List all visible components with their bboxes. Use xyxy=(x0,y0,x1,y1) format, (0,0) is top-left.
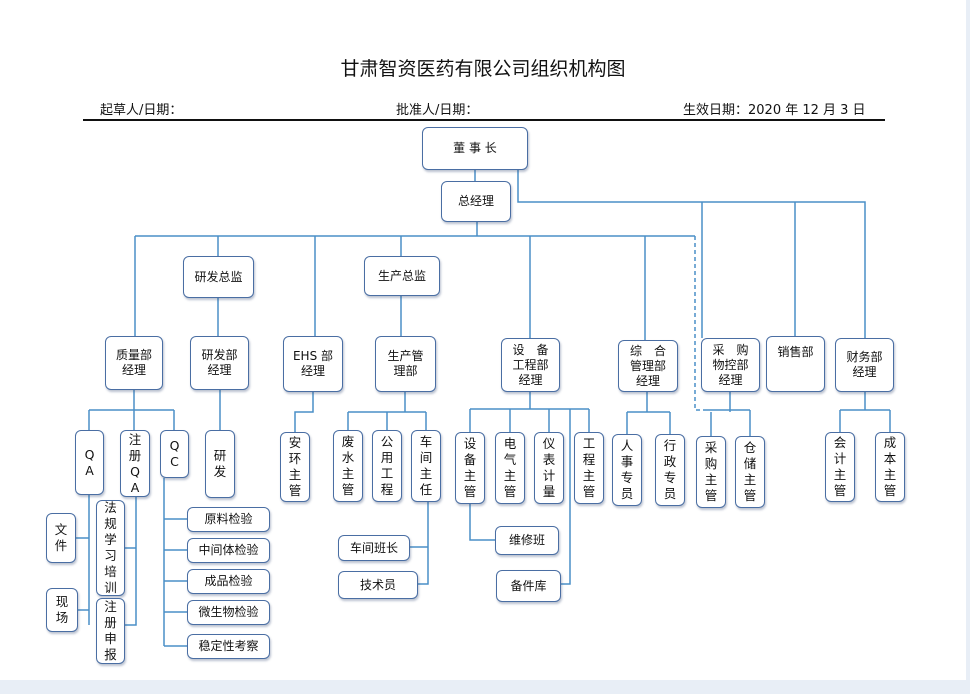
technician-box: 技术员 xyxy=(338,571,418,599)
stability-study-box: 稳定性考察 xyxy=(187,634,270,659)
ehs-manager-box: EHS 部 经理 xyxy=(283,336,343,392)
documents-box: 文件 xyxy=(46,513,76,563)
spare-parts-store-box: 备件库 xyxy=(496,570,561,602)
equipment-supervisor-box: 设备主管 xyxy=(455,432,485,504)
rd-manager-box: 研发部 经理 xyxy=(190,336,249,390)
drafter-label: 起草人/日期： xyxy=(100,103,183,118)
connector xyxy=(469,504,495,541)
qa-manager-box: 质量部 经理 xyxy=(105,336,163,390)
shift-leader-box: 车间班长 xyxy=(338,535,410,561)
registration-qa-box: 注册QA xyxy=(120,430,150,497)
regulation-training-box: 法规学习培训 xyxy=(96,500,125,596)
utilities-box: 公用工程 xyxy=(372,430,402,502)
purchasing-supervisor-box: 采购主管 xyxy=(696,436,726,508)
rd-box: 研发 xyxy=(205,430,235,498)
connector xyxy=(517,170,866,338)
production-director-box: 生产总监 xyxy=(364,256,440,296)
approver-label: 批准人/日期： xyxy=(396,103,479,118)
effective-date-label: 生效日期：2020 年 12 月 3 日 xyxy=(683,103,866,118)
qc-box: QC xyxy=(160,430,189,478)
sales-dept-box: 销售部 xyxy=(766,336,825,392)
general-manager-box: 总经理 xyxy=(441,181,511,222)
finished-product-test-box: 成品检验 xyxy=(187,569,270,594)
connector xyxy=(418,502,429,585)
hr-specialist-box: 人事专员 xyxy=(612,434,642,506)
finance-manager-box: 财务部 经理 xyxy=(835,338,894,392)
connector-lines xyxy=(76,170,891,647)
onsite-box: 现场 xyxy=(46,588,78,632)
intermediate-test-box: 中间体检验 xyxy=(187,538,270,563)
page-title: 甘肃智资医药有限公司组织机构图 xyxy=(340,58,626,80)
connector xyxy=(294,392,314,432)
maintenance-team-box: 维修班 xyxy=(495,526,559,555)
production-management-box: 生产管 理部 xyxy=(375,336,436,392)
workshop-director-box: 车间主任 xyxy=(411,430,441,502)
microbiology-test-box: 微生物检验 xyxy=(187,600,270,625)
connector xyxy=(694,236,705,411)
safety-supervisor-box: 安环主管 xyxy=(280,432,310,502)
engineering-supervisor-box: 工程主管 xyxy=(574,432,604,504)
header-rule xyxy=(83,119,885,121)
wastewater-supervisor-box: 废水主管 xyxy=(333,430,363,502)
general-admin-manager-box: 综 合 管理部 经理 xyxy=(618,340,678,392)
connector xyxy=(561,409,571,585)
chairman-box: 董 事 长 xyxy=(422,127,528,170)
qa-box: QA xyxy=(75,430,104,495)
equipment-engineering-manager-box: 设 备 工程部 经理 xyxy=(501,338,560,392)
rd-director-box: 研发总监 xyxy=(183,256,254,298)
connector xyxy=(125,497,137,626)
admin-specialist-box: 行政专员 xyxy=(655,434,685,506)
accounting-supervisor-box: 会计主管 xyxy=(825,432,855,502)
instrument-metrology-box: 仪表计量 xyxy=(534,432,564,504)
org-chart-page: 甘肃智资医药有限公司组织机构图 起草人/日期： 批准人/日期： 生效日期：202… xyxy=(0,0,966,680)
purchasing-manager-box: 采 购 物控部 经理 xyxy=(701,338,760,392)
raw-material-test-box: 原料检验 xyxy=(187,507,270,532)
warehouse-supervisor-box: 仓储主管 xyxy=(735,436,765,508)
registration-filing-box: 注册申报 xyxy=(96,598,125,664)
cost-supervisor-box: 成本主管 xyxy=(875,432,905,502)
electrical-supervisor-box: 电气主管 xyxy=(495,432,525,504)
